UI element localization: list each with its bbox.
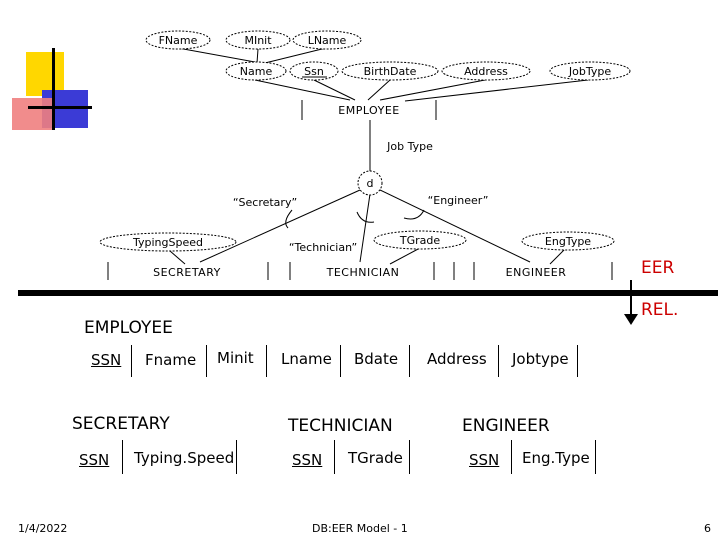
employee-col-divider [131, 345, 132, 377]
employee-col-minit: Minit [217, 349, 254, 367]
link-d-engineer [379, 189, 531, 263]
link-birthdate-employee [367, 79, 391, 101]
employee-col-jobtype: Jobtype [512, 350, 569, 368]
employee-col-lname: Lname [281, 350, 332, 368]
entity-employee-text: EMPLOYEE [338, 104, 400, 117]
rel-label: REL. [641, 300, 679, 320]
label-technician-text: “Technician” [289, 241, 357, 254]
attr-address-text: Address [464, 65, 508, 78]
mapping-arrow-head [624, 314, 638, 325]
link-typingspeed-secretary [169, 250, 186, 265]
employee-col-divider [409, 345, 410, 377]
subset-arc-engineer [403, 209, 425, 220]
employee-col-divider [266, 345, 267, 377]
footer-title: DB:EER Model - 1 [312, 522, 408, 535]
technician-col-ssn: SSN [292, 451, 323, 469]
technician-col-divider [409, 440, 410, 474]
disjoint-circle [357, 170, 383, 196]
attr-fname-text: FName [159, 34, 198, 47]
link-jobtype-employee [404, 79, 589, 102]
attr-ssn-ellipse [289, 61, 339, 81]
attr-name-text: Name [240, 65, 273, 78]
label-secretary-text: “Secretary” [233, 196, 297, 209]
divider-bar [18, 290, 718, 296]
link-engtype-engineer [549, 248, 566, 265]
logo-yellow-square [26, 52, 64, 96]
engineer-col-ssn: SSN [469, 451, 500, 469]
relation-engineer-title: ENGINEER [462, 416, 550, 436]
attr-minit-ellipse [225, 30, 291, 50]
secretary-col-ssn: SSN [79, 451, 110, 469]
secretary-col-divider [122, 440, 123, 474]
attr-jobtype-text: JobType [568, 65, 611, 78]
attr-fname-ellipse [145, 30, 211, 50]
employee-col-divider [206, 345, 207, 377]
attr-tgrade-ellipse [373, 230, 467, 250]
attr-jobtype-ellipse [549, 61, 631, 81]
employee-col-divider [498, 345, 499, 377]
attr-name-ellipse [225, 61, 287, 81]
attr-birthdate-text: BirthDate [364, 65, 417, 78]
secretary-col-typingspeed: Typing.Speed [134, 449, 235, 467]
label-engineer-text: “Engineer” [428, 194, 489, 207]
link-fname-name [177, 47, 256, 63]
link-tgrade-technician [389, 247, 421, 265]
logo-red-square [12, 98, 54, 130]
attr-ssn-text: Ssn [304, 65, 324, 78]
employee-col-bdate: Bdate [354, 350, 399, 368]
employee-col-divider [340, 345, 341, 377]
attr-birthdate-ellipse [341, 61, 439, 81]
engineer-col-engtype: Eng.Type [522, 449, 590, 467]
link-minit-name [256, 48, 259, 64]
link-d-technician [359, 193, 371, 263]
link-ssn-employee [313, 79, 356, 101]
employee-col-ssn: SSN [91, 351, 122, 369]
link-d-secretary [199, 189, 361, 263]
employee-col-divider [577, 345, 578, 377]
eer-label: EER [641, 258, 675, 278]
technician-col-tgrade: TGrade [348, 449, 403, 467]
attr-lname-text: LName [308, 34, 347, 47]
relation-employee-title: EMPLOYEE [84, 318, 173, 338]
entity-technician-text: TECHNICIAN [326, 266, 400, 279]
relation-technician-title: TECHNICIAN [288, 416, 393, 436]
attr-tgrade-text: TGrade [399, 234, 440, 247]
link-lname-name [264, 47, 327, 64]
subset-arc-technician [356, 211, 375, 223]
attr-engtype-text: EngType [545, 235, 591, 248]
attr-minit-text: MInit [244, 34, 272, 47]
logo-horizontal-line [28, 106, 92, 109]
attr-typingspeed-text: TypingSpeed [132, 236, 203, 249]
employee-col-fname: Fname [145, 351, 197, 369]
attr-lname-ellipse [292, 30, 362, 50]
job-type-label-text: Job Type [386, 140, 433, 153]
link-name-employee [254, 79, 351, 101]
footer-page-number: 6 [704, 522, 711, 535]
footer-date: 1/4/2022 [18, 522, 68, 535]
logo-vertical-line [52, 48, 55, 130]
engineer-col-divider [511, 440, 512, 474]
technician-col-divider [334, 440, 335, 474]
attr-typingspeed-ellipse [99, 232, 237, 252]
entity-engineer-text: ENGINEER [506, 266, 567, 279]
disjoint-symbol-text: d [367, 177, 374, 190]
logo-decoration [12, 48, 92, 130]
attr-address-ellipse [441, 61, 531, 81]
secretary-col-divider [236, 440, 237, 474]
link-address-employee [379, 79, 486, 101]
relation-secretary-title: SECRETARY [72, 414, 170, 434]
entity-secretary-text: SECRETARY [153, 266, 221, 279]
attr-engtype-ellipse [521, 231, 615, 251]
employee-col-address: Address [427, 350, 487, 368]
subset-arc-secretary [285, 209, 293, 229]
engineer-col-divider [595, 440, 596, 474]
